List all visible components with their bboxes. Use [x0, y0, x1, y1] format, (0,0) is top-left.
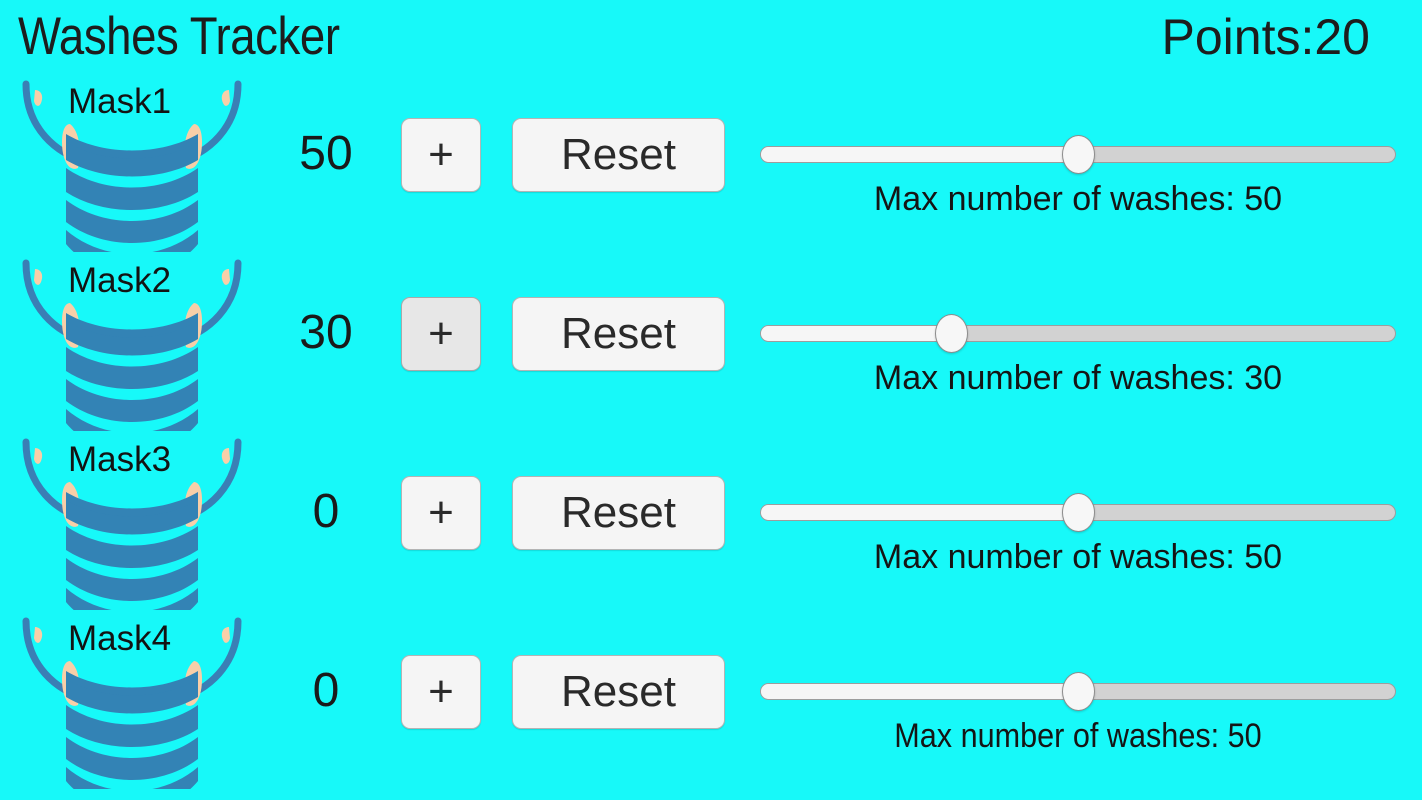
mask-name-label-2: Mask2	[68, 261, 172, 300]
slider-track[interactable]	[760, 325, 1396, 342]
slider-thumb[interactable]	[1062, 672, 1095, 711]
increment-button[interactable]: +	[401, 655, 481, 729]
slider-thumb[interactable]	[934, 314, 968, 353]
max-washes-slider-group: Max number of washes: 50	[760, 613, 1396, 792]
slider-fill	[761, 147, 1078, 162]
max-washes-caption: Max number of washes: 50	[873, 180, 1283, 218]
slider-fill	[761, 326, 952, 341]
wash-count-value: 50	[299, 127, 353, 180]
increment-button[interactable]: +	[401, 297, 481, 371]
increment-button[interactable]: +	[401, 476, 481, 550]
slider-fill	[761, 684, 1078, 699]
face-mask-icon	[22, 438, 242, 610]
max-washes-slider[interactable]	[760, 314, 1396, 353]
points-counter: Points:20	[1161, 9, 1370, 65]
slider-thumb[interactable]	[1062, 493, 1095, 532]
max-washes-slider[interactable]	[760, 135, 1396, 174]
app-header: Washes Tracker Points:20	[0, 0, 1422, 80]
max-washes-slider-group: Max number of washes: 50	[760, 434, 1396, 613]
face-mask-icon	[22, 80, 242, 252]
mask-icon-cell: Mask3	[8, 434, 256, 613]
page-title: Washes Tracker	[18, 7, 340, 66]
max-washes-caption: Max number of washes: 50	[894, 717, 1262, 755]
wash-count-value: 0	[312, 485, 340, 538]
wash-count-value: 30	[299, 306, 353, 359]
max-washes-slider[interactable]	[760, 493, 1396, 532]
max-washes-slider-group: Max number of washes: 30	[760, 255, 1396, 434]
slider-fill	[761, 505, 1078, 520]
wash-count-value: 0	[312, 664, 340, 717]
max-washes-slider-group: Max number of washes: 50	[760, 76, 1396, 255]
mask-row: Mask2 30 + Reset Max number of washes: 3…	[0, 255, 1422, 434]
mask-name-label-3: Mask3	[68, 440, 172, 479]
reset-button[interactable]: Reset	[512, 297, 725, 371]
increment-button[interactable]: +	[401, 118, 481, 192]
reset-button[interactable]: Reset	[512, 118, 725, 192]
face-mask-icon	[22, 259, 242, 431]
mask-icon-cell: Mask4	[8, 613, 256, 792]
max-washes-caption: Max number of washes: 50	[873, 538, 1283, 576]
mask-row: Mask1 50 + Reset Max number of washes: 5…	[0, 76, 1422, 255]
max-washes-slider[interactable]	[760, 672, 1396, 711]
mask-name-label-1: Mask1	[68, 82, 172, 121]
reset-button[interactable]: Reset	[512, 655, 725, 729]
max-washes-caption: Max number of washes: 30	[873, 359, 1283, 397]
mask-name-label-4: Mask4	[68, 619, 172, 658]
reset-button[interactable]: Reset	[512, 476, 725, 550]
mask-icon-cell: Mask1	[8, 76, 256, 255]
face-mask-icon	[22, 617, 242, 789]
mask-icon-cell: Mask2	[8, 255, 256, 434]
mask-row: Mask4 0 + Reset Max number of washes: 50	[0, 613, 1422, 792]
mask-rows-list: Mask1 50 + Reset Max number of washes: 5…	[0, 76, 1422, 792]
slider-thumb[interactable]	[1062, 135, 1095, 174]
mask-row: Mask3 0 + Reset Max number of washes: 50	[0, 434, 1422, 613]
